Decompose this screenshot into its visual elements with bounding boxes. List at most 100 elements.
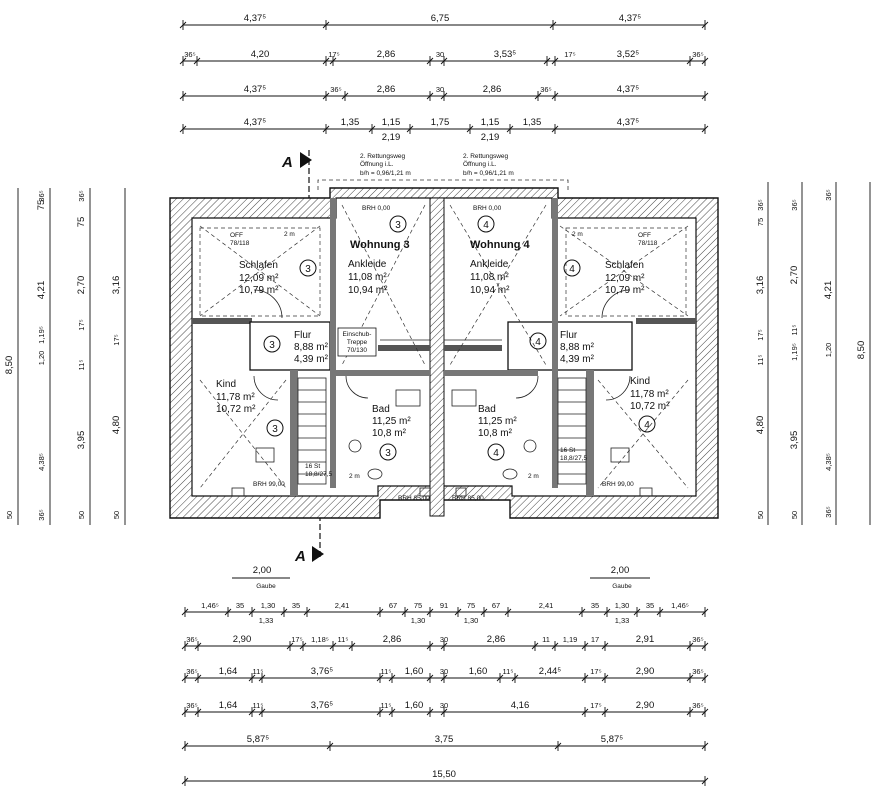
right-dimension-columns	[767, 182, 871, 525]
dim-label: 36⁵	[824, 506, 833, 517]
dim-label: 11⁵	[790, 325, 799, 336]
dim-label: 36⁵	[37, 190, 46, 201]
dim-label: 36⁵	[540, 85, 551, 94]
dim-label: 30	[436, 85, 444, 94]
dim-label: 1,35	[341, 117, 360, 128]
dim-label: 4,37⁵	[244, 84, 266, 95]
dim-label: 11	[542, 635, 550, 644]
dim-label: 8,50	[856, 341, 867, 360]
room-name: Ankleide	[348, 259, 387, 270]
window-label: OFF	[638, 232, 651, 239]
room-area: 10,8 m²	[372, 428, 407, 439]
escape-route-note-right: 2. Rettungsweg Öffnung i.L. b/h = 0,96/1…	[463, 153, 514, 177]
dim-label: 17⁵	[590, 701, 601, 710]
section-letter: A	[294, 548, 306, 565]
room-area: 10,79 m²	[605, 285, 645, 296]
apartment-number: 3	[272, 424, 278, 435]
room-area: 4,39 m²	[294, 354, 329, 365]
apartment-title: Wohnung 4	[470, 239, 531, 251]
dim-label: 30	[440, 635, 448, 644]
dim-label: 1,64	[219, 700, 238, 711]
hatch-label: 70/130	[347, 347, 367, 354]
room-name: Flur	[560, 330, 578, 341]
room-area: 11,08 m²	[470, 272, 509, 283]
note-line: 2. Rettungsweg	[463, 153, 509, 160]
room-name: Flur	[294, 330, 312, 341]
window-sill-label: BRH 85,00	[398, 495, 430, 502]
window-sill-label: BRH 99,00	[253, 481, 285, 488]
dim-label: 11⁵	[338, 635, 349, 644]
dim-label: 4,20	[251, 49, 270, 60]
window-label: 78/118	[638, 240, 658, 247]
apartment-number: 4	[535, 337, 541, 348]
top-dimension-rows	[179, 20, 709, 134]
gaube-dims: 2,00 Gaube 2,00 Gaube	[253, 565, 632, 590]
room-name: Ankleide	[470, 259, 509, 270]
room-area: 11,08 m²	[348, 272, 387, 283]
dim-label: 4,37⁵	[617, 117, 639, 128]
dim-label: 36⁵	[186, 667, 197, 676]
dim-label: 4,80	[755, 416, 766, 435]
note-line: Öffnung i.L.	[360, 160, 394, 168]
dim-label: 75	[467, 601, 475, 610]
apartment-number: 3	[385, 448, 391, 459]
dim-label: 50	[790, 511, 799, 519]
dim-label: 35	[646, 601, 654, 610]
dim-label: 1,30	[261, 601, 276, 610]
dim-label: 3,16	[755, 276, 766, 295]
dim-label: 2,90	[636, 666, 655, 677]
dim-label: 1,30	[411, 616, 426, 625]
bottom-dim-row3: 36⁵ 1,64 11⁵ 3,76⁵ 11⁵ 1,60 30 1,60 11⁵ …	[186, 666, 703, 677]
apartment-number: 4	[644, 420, 650, 431]
dim-label: 4,37⁵	[619, 13, 641, 24]
dim-label: 11⁵	[756, 355, 765, 366]
dim-label: 1,60	[469, 666, 488, 677]
bottom-dimension-rows	[181, 577, 709, 786]
dim-label: 75	[756, 218, 765, 226]
hatch-label: Einschub-	[343, 331, 372, 338]
bottom-dim-row4: 36⁵ 1,64 11⁵ 3,76⁵ 11⁵ 1,60 30 4,16 17⁵ …	[186, 700, 703, 711]
dim-label: 11⁵	[503, 667, 514, 676]
dim-label: 4,16	[511, 700, 530, 711]
dim-label: 17	[591, 635, 599, 644]
dim-label: 4,21	[36, 281, 47, 300]
dim-label: 5,87⁵	[601, 734, 623, 745]
dim-label: 35	[236, 601, 244, 610]
dim-label: 36⁵	[37, 509, 46, 520]
height-label: 2 m	[284, 231, 295, 238]
dim-label: 17⁵	[291, 635, 302, 644]
dim-label: 11⁵	[381, 701, 392, 710]
dim-label: 4,37⁵	[244, 13, 266, 24]
dim-label: 2,86	[483, 84, 502, 95]
note-line: b/h = 0,96/1,21 m	[463, 170, 514, 177]
room-area: 10,72 m²	[630, 401, 670, 412]
dim-label: 17⁵	[112, 334, 121, 345]
room-name: Bad	[372, 404, 390, 415]
room-area: 8,88 m²	[294, 342, 329, 353]
dim-label: 2,86	[487, 634, 506, 645]
room-area: 10,94 m²	[348, 285, 388, 296]
apartment-number: 4	[569, 264, 575, 275]
dim-label: 1,30	[615, 601, 630, 610]
apartment-number: 3	[269, 340, 275, 351]
apartment-title: Wohnung 3	[350, 239, 410, 251]
dim-label: 36⁵	[824, 189, 833, 200]
dim-label: 67	[492, 601, 500, 610]
dim-label: 1,30	[464, 616, 479, 625]
bottom-dim-row2: 36⁵ 2,90 17⁵ 1,18⁵ 11⁵ 2,86 30 2,86 11 1…	[186, 634, 703, 645]
dim-label: 1,60	[405, 666, 424, 677]
dim-label: 17⁵	[564, 50, 575, 59]
dim-label: 4,37⁵	[617, 84, 639, 95]
dim-label: 1,33	[615, 616, 630, 625]
dim-label: 75	[414, 601, 422, 610]
dim-label: 2,41	[539, 601, 554, 610]
dim-label: 1,35	[523, 117, 542, 128]
left-dim-labels: 8,50 75 4,21 1,20 4,38⁵ 36⁵ 36⁵ 1,19⁵ 36…	[4, 190, 122, 520]
dim-label: 50	[5, 511, 14, 519]
dim-label: 36⁵	[77, 190, 86, 201]
dim-label: 3,76⁵	[311, 700, 333, 711]
stair-label: 18,8/27,5	[305, 471, 332, 478]
dim-label: 2,70	[76, 276, 87, 295]
apartment-4: Wohnung 4 BRH 0,00 4 Schlafen 12,09 m² 1…	[452, 205, 670, 502]
total-width-label: 15,50	[432, 769, 456, 780]
